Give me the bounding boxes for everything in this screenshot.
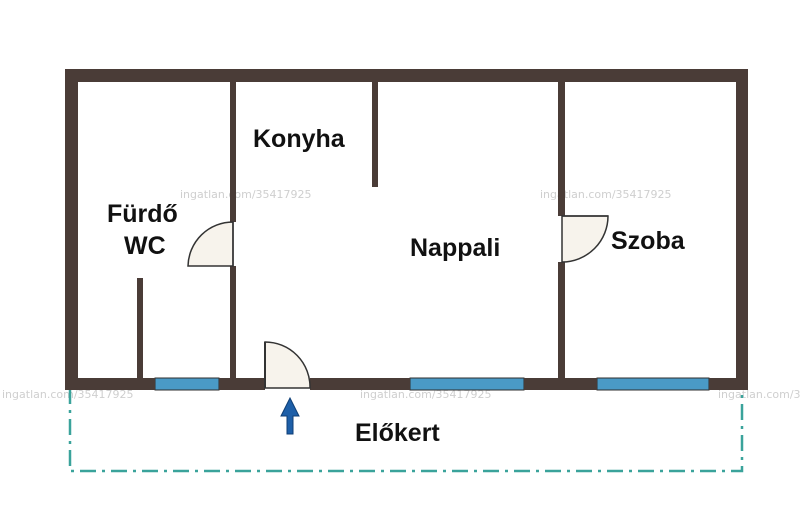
garden-border [68, 388, 744, 473]
window-bathroom [154, 377, 220, 391]
doors [187, 215, 609, 389]
arrow-up-icon [280, 396, 300, 435]
watermarks: ingatlan.com/35417925 ingatlan.com/35417… [2, 188, 800, 401]
door-entrance [264, 341, 311, 389]
room-labels: Konyha Fürdő WC Nappali Szoba Előkert [107, 125, 686, 447]
wall-right [736, 69, 748, 390]
garden-outline [68, 388, 744, 473]
wall-left [65, 69, 78, 390]
wall-bath-upper [230, 82, 236, 222]
wall-room-lower [558, 262, 565, 378]
walls [65, 69, 748, 390]
room-label-wc: WC [124, 232, 166, 260]
room-label-konyha: Konyha [253, 125, 346, 153]
room-label-szoba: Szoba [611, 227, 686, 255]
watermark-bottom-left: ingatlan.com/35417925 [2, 388, 134, 401]
wall-kitchen-stub [372, 82, 378, 187]
door-bathroom [187, 221, 234, 267]
wall-bottom-3 [310, 378, 410, 390]
room-label-furdo: Fürdő [107, 200, 178, 228]
wall-bottom-1 [65, 378, 155, 390]
wall-bath-lower [230, 266, 236, 378]
wall-bath-stub [137, 278, 143, 378]
room-label-elokert: Előkert [355, 419, 440, 447]
wall-bottom-5 [709, 378, 748, 390]
window-room [596, 377, 710, 391]
door-room [561, 215, 609, 263]
watermark-bottom-right: ingatlan.com/35417925 [718, 388, 800, 401]
window-living [409, 377, 525, 391]
wall-room-upper [558, 82, 565, 216]
room-label-nappali: Nappali [410, 234, 500, 262]
wall-top [65, 69, 748, 82]
watermark-center-left: ingatlan.com/35417925 [180, 188, 312, 201]
wall-bottom-2 [219, 378, 265, 390]
watermark-bottom-center: ingatlan.com/35417925 [360, 388, 492, 401]
wall-bottom-4 [524, 378, 597, 390]
watermark-center-right: ingatlan.com/35417925 [540, 188, 672, 201]
